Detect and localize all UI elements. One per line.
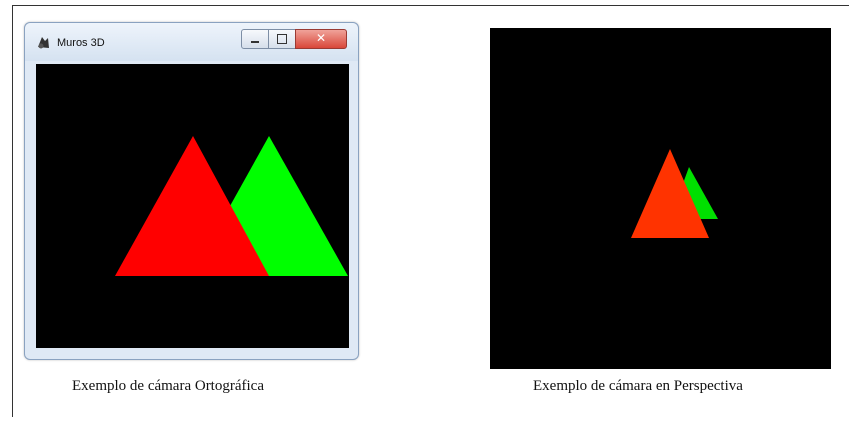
document-border-top <box>12 5 849 6</box>
window-titlebar[interactable]: Muros 3D <box>25 23 358 61</box>
orthographic-viewport <box>36 64 349 348</box>
close-button[interactable] <box>295 29 347 49</box>
document-border-left <box>12 5 13 417</box>
perspective-scene <box>631 149 718 238</box>
red-triangle <box>631 149 709 238</box>
caption-orthographic: Exemplo de cámara Ortográfica <box>72 378 264 394</box>
window-title: Muros 3D <box>57 37 105 49</box>
red-triangle <box>115 136 269 276</box>
caption-perspective: Exemplo de cámara en Perspectiva <box>533 378 743 394</box>
orthographic-scene <box>115 136 348 276</box>
minimize-button[interactable] <box>241 29 269 49</box>
perspective-viewport <box>490 28 831 369</box>
maximize-button[interactable] <box>268 29 296 49</box>
app-logo-icon <box>38 37 49 49</box>
